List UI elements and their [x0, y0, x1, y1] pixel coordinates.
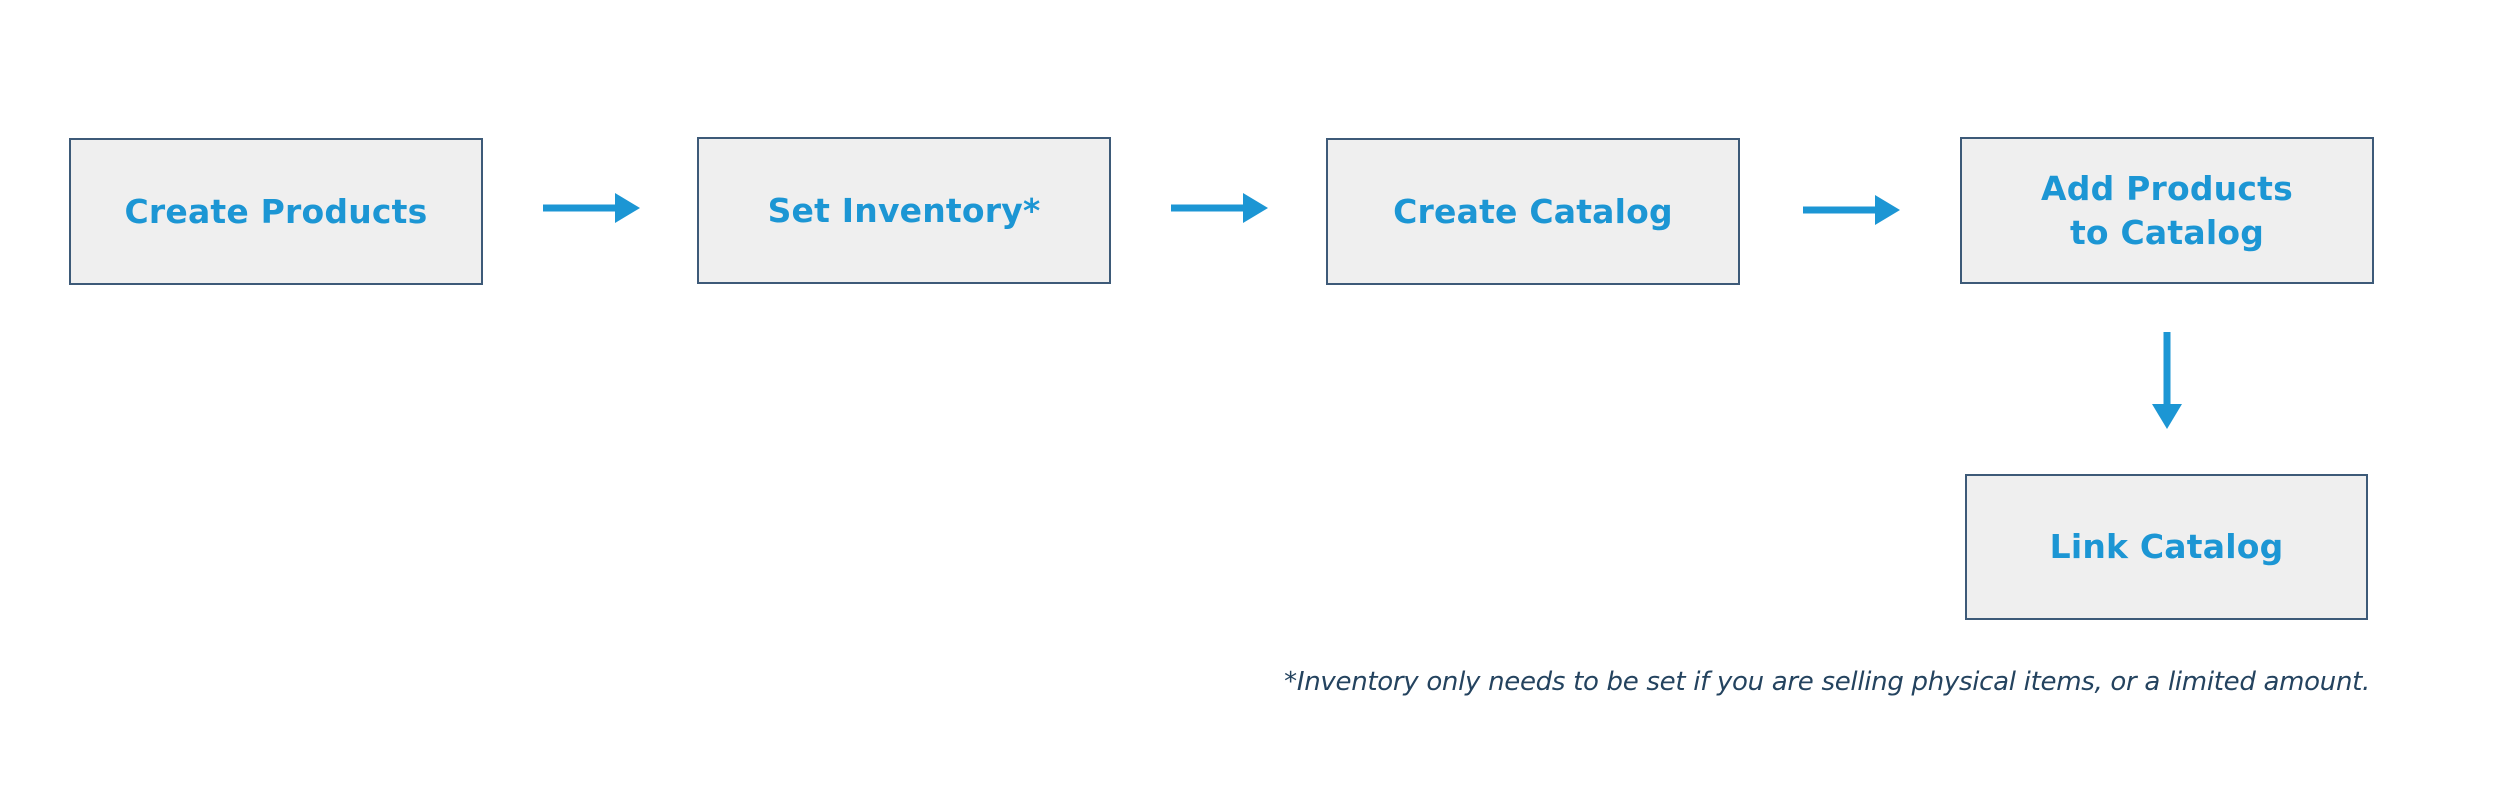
step-set-inventory: Set Inventory* — [697, 137, 1111, 284]
arrow-down-icon — [2152, 332, 2182, 429]
step-label: Set Inventory* — [767, 190, 1041, 230]
step-add-products-to-catalog: Add Products to Catalog — [1960, 137, 2374, 284]
arrow-right-icon — [1803, 195, 1900, 225]
step-link-catalog: Link Catalog — [1965, 474, 2368, 620]
arrow-right-icon — [543, 193, 640, 223]
step-create-catalog: Create Catalog — [1326, 138, 1740, 285]
step-label: Add Products to Catalog — [2041, 168, 2293, 252]
step-label: Create Products — [124, 191, 428, 231]
arrow-right-icon — [1171, 193, 1268, 223]
step-label: Create Catalog — [1393, 191, 1673, 231]
step-label: Link Catalog — [2049, 527, 2284, 566]
step-create-products: Create Products — [69, 138, 483, 285]
footnote: *Inventory only needs to be set if you a… — [1284, 667, 2370, 697]
